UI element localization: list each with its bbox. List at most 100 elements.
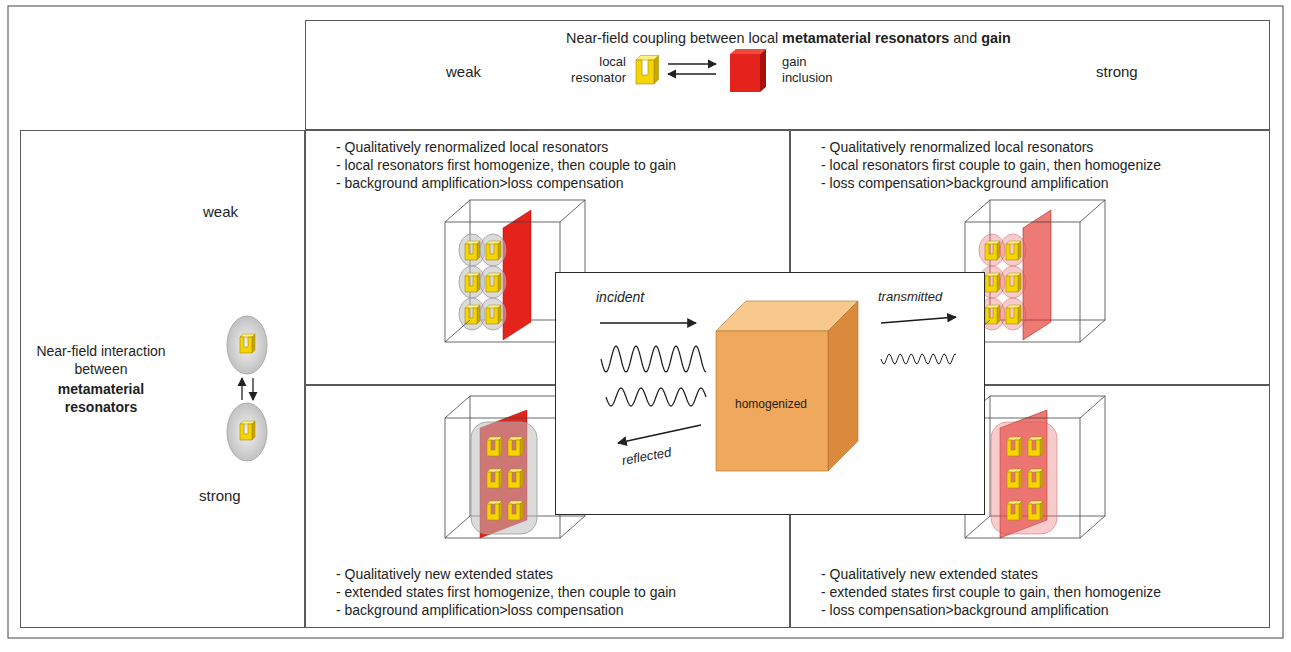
scale-label: weak [446, 63, 506, 82]
bullet-text: - extended states first homogenize, then… [336, 584, 776, 602]
bullet-text: - Qualitatively renormalized local reson… [336, 139, 776, 157]
coupling-arrow [668, 63, 716, 64]
cube-edge [1080, 516, 1105, 538]
bullet-text: - extended states first couple to gain, … [821, 584, 1261, 602]
resonator-side [1019, 501, 1022, 520]
gain-block [730, 54, 760, 92]
resonator-side [498, 273, 501, 292]
transmitted-arrow [881, 317, 956, 323]
bullet-text: - Qualitatively new extended states [336, 566, 776, 584]
icon-label: gain inclusion [782, 54, 856, 85]
resonator-side [1019, 469, 1022, 488]
reflected-wave [606, 388, 706, 406]
wave-label: transmitted [878, 289, 942, 304]
resonator-symbol [1028, 504, 1040, 520]
bullet-text: - local resonators first couple to gain,… [821, 157, 1161, 173]
cube-side [828, 301, 858, 471]
resonator-symbol [1006, 244, 1018, 260]
homogenized-panel: incident transmitted reflected homogenized [555, 272, 985, 515]
resonator-symbol [486, 276, 498, 292]
bullet-text: - loss compensation>background amplifica… [821, 175, 1109, 191]
resonator-side [252, 421, 255, 440]
interaction-arrow [252, 378, 253, 400]
bullet-text: - extended states first couple to gain, … [821, 584, 1161, 600]
resonator-side [520, 469, 523, 488]
resonator-side [1040, 437, 1043, 456]
cube-label: homogenized [719, 397, 823, 412]
resonator-symbol [1006, 276, 1018, 292]
scale-label: weak [203, 203, 263, 222]
resonator-side [520, 501, 523, 520]
bullet-text: - local resonators first homogenize, the… [336, 157, 676, 173]
resonator-glow [227, 316, 267, 374]
row-header-cell: Near-field interaction between metamateri… [20, 130, 305, 628]
bullet-text: - background amplification>loss compensa… [336, 175, 776, 193]
resonator-side [654, 56, 659, 85]
resonator-symbol [985, 244, 997, 260]
resonator-side [252, 334, 255, 353]
metamaterial-cube [965, 200, 1105, 342]
wave-label: incident [596, 289, 676, 307]
resonator-symbol [508, 440, 520, 456]
header-title: metamaterial resonators [782, 30, 949, 46]
resonator-symbol [487, 440, 499, 456]
cube-edge [965, 516, 990, 538]
cube-edge [445, 222, 560, 342]
row-title: metamaterial resonators [58, 381, 144, 415]
bullet-text: - background amplification>loss compensa… [336, 175, 624, 191]
resonator-side [997, 273, 1000, 292]
bullet-text: - Qualitatively new extended states [821, 566, 1038, 582]
cube-edge [1080, 396, 1105, 418]
reflected-arrow [618, 425, 701, 443]
resonator-symbol [465, 308, 477, 324]
local-state-glow [1000, 266, 1026, 298]
resonator-symbol [486, 244, 498, 260]
resonator-side [498, 241, 501, 260]
resonator-symbol [508, 472, 520, 488]
cube-edge [1080, 320, 1105, 342]
homogenized-illustration [556, 273, 986, 516]
wave-label: transmitted [878, 289, 973, 305]
cube-edge [560, 200, 585, 222]
resonator-side [1018, 305, 1021, 324]
homogenized-cube [716, 331, 828, 471]
bullet-text: - background amplification>loss compensa… [336, 602, 776, 620]
bullet-text: - loss compensation>background amplifica… [821, 602, 1261, 620]
resonator-side [1018, 273, 1021, 292]
bullet-text: - Qualitatively renormalized local reson… [821, 139, 1261, 157]
gain-block-top [730, 49, 766, 54]
coupling-icon [636, 49, 766, 92]
resonator-symbol [985, 308, 997, 324]
cube-edge [560, 516, 585, 538]
scale-label: strong [1096, 63, 1166, 82]
resonator-side [1040, 501, 1043, 520]
wave-label: reflected [621, 439, 703, 469]
row-title: Near-field interaction between [36, 343, 165, 377]
interaction-icon [227, 316, 267, 461]
cube-edge [445, 516, 470, 538]
resonator-symbol [487, 472, 499, 488]
resonator-symbol [1007, 504, 1019, 520]
resonator-side [997, 241, 1000, 260]
resonator-symbol [1028, 440, 1040, 456]
bullet-text: - background amplification>loss compensa… [336, 602, 624, 618]
resonator-side [997, 305, 1000, 324]
local-state-glow [1000, 298, 1026, 330]
resonator-side [520, 437, 523, 456]
incident-wave [601, 346, 706, 372]
resonator-symbol [487, 504, 499, 520]
extended-state-glow [471, 422, 537, 534]
resonator-symbol [985, 276, 997, 292]
scale-label: weak [446, 63, 481, 80]
resonator-symbol [465, 244, 477, 260]
cube-edge [445, 396, 470, 418]
resonator-symbol [240, 337, 252, 353]
row-title: Near-field interaction between [26, 343, 176, 378]
bullet-text: - Qualitatively renormalized local reson… [821, 139, 1093, 155]
resonator-side [498, 305, 501, 324]
resonator-side [499, 469, 502, 488]
incident-arrow [600, 322, 696, 323]
cube-edge [965, 200, 990, 222]
gain-slab [503, 210, 531, 340]
